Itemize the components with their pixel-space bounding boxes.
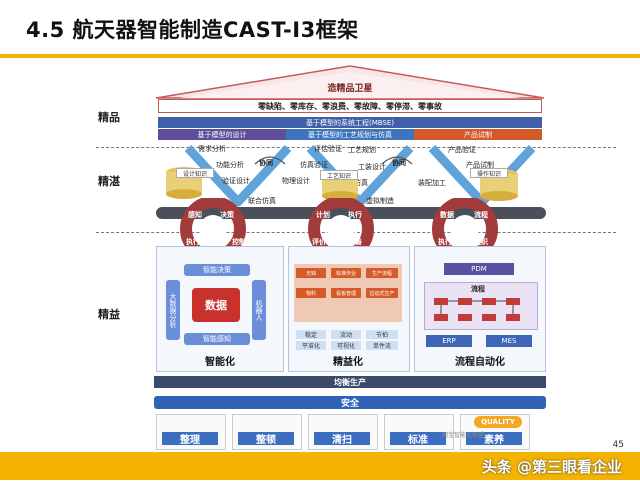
foundation-label: 素养 — [466, 432, 522, 446]
foundation-label: 整理 — [162, 432, 218, 446]
v-item: 验证设计 — [222, 177, 250, 185]
panel-right-title: 流程自动化 — [455, 356, 505, 368]
cycle-left-item: 控制 — [232, 238, 246, 246]
lean-chip: 无缺 — [296, 268, 326, 278]
panel-right-mes: MES — [486, 335, 532, 347]
slide-title: 4.5 航天器智能制造CAST-I3框架 — [26, 18, 359, 42]
flow-chart-icon — [434, 298, 520, 321]
lean-chip: 生产流程 — [366, 268, 398, 278]
lean-chip: 标准作业 — [331, 268, 361, 278]
panel-right-erp: ERP — [426, 335, 472, 347]
v-item: 联合仿真 — [248, 197, 276, 205]
panel-mid-title: 精益化 — [333, 356, 363, 368]
v-item: 物理设计 — [282, 177, 310, 185]
panel-left-title: 智能化 — [205, 356, 235, 368]
mbse-sub-process: 基于模型的工艺规划与仿真 — [286, 129, 414, 140]
cycle-middle-item: 执行 — [348, 211, 362, 219]
lean-chip: 看板管理 — [331, 288, 361, 298]
separator-line — [96, 147, 616, 148]
logo-watermark: 网宝智能云联盟 — [442, 432, 485, 439]
lean-cell: 节拍 — [366, 330, 398, 339]
v-item: 评估验证 — [314, 145, 342, 153]
cycle-right-item: 执行 — [438, 238, 452, 246]
panel-right-flow: 流程 — [471, 285, 485, 293]
cycle-left-item: 执行 — [186, 238, 200, 246]
cycle-left-item: 感知 — [188, 211, 202, 219]
flow-block — [424, 282, 538, 330]
cycle-left-item: 决策 — [220, 211, 234, 219]
cycle-middle-item: 改善 — [348, 238, 362, 246]
mbse-sub-design: 基于模型的设计 — [158, 129, 286, 140]
safety-bar: 安全 — [154, 396, 546, 409]
v-item: 功能分析 — [216, 161, 244, 169]
v-item-cooperate: 协同 — [259, 159, 273, 167]
lean-cell: 稳定 — [296, 330, 326, 339]
lean-chip: 物料 — [296, 288, 326, 298]
roof-goals: 零缺陷、零库存、零浪费、零故障、零停滞、零事故 — [158, 99, 542, 113]
mbse-sub-trial: 产品试制 — [414, 129, 542, 140]
v-item: 虚拟制造 — [366, 197, 394, 205]
db-label: 设计知识 — [176, 168, 214, 178]
cycle-middle-item: 评价 — [312, 238, 326, 246]
lean-cell: 单件流 — [366, 341, 398, 350]
v-item: 工装设计 — [358, 163, 386, 171]
v-item: 装配加工 — [418, 179, 446, 187]
lean-cell: 流动 — [331, 330, 361, 339]
footer-watermark: 头条 @第三眼看企业 — [481, 458, 622, 476]
v-item: 产品试制 — [466, 161, 494, 169]
cycle-right-item: 组织 — [474, 238, 488, 246]
roof-title: 造精品卫星 — [327, 83, 373, 94]
foundation-label: 清扫 — [314, 432, 370, 446]
cycle-right-item: 流程 — [474, 211, 488, 219]
quality-badge: QUALITY — [474, 416, 522, 428]
cycle-right-item: 数据 — [440, 211, 454, 219]
footer-bar — [0, 452, 640, 480]
title-underline — [0, 54, 640, 58]
panel-left-top: 智能决策 — [184, 264, 250, 276]
panel-right-pdm: PDM — [444, 263, 514, 275]
v-item: 仿真验证 — [300, 161, 328, 169]
panel-left-bottom: 智能感知 — [184, 333, 250, 345]
panel-left-center: 数据 — [192, 288, 240, 322]
panel-left-left: 大数据分析 — [166, 280, 180, 340]
mbse-bar: 基于模型的系统工程(MBSE) — [158, 117, 542, 128]
db-label: 工艺知识 — [320, 170, 358, 180]
roof-triangle — [155, 65, 545, 99]
level-label-jingyi: 精益 — [98, 308, 120, 321]
panel-left-right: 机器人 — [252, 280, 266, 340]
v-item: 工艺规划 — [348, 146, 376, 154]
v-item: 产品验证 — [448, 146, 476, 154]
v-item: 需求分析 — [198, 145, 226, 153]
lean-cell: 可视化 — [331, 341, 361, 350]
cycle-middle-item: 计划 — [316, 211, 330, 219]
level-label-jingpin: 精品 — [98, 111, 120, 124]
page-number: 45 — [612, 440, 624, 450]
balanced-production-bar: 均衡生产 — [154, 376, 546, 388]
lean-chip: 拉动式生产 — [366, 288, 398, 298]
v-item-cooperate: 协同 — [392, 159, 406, 167]
lean-cell: 平准化 — [296, 341, 326, 350]
foundation-label: 整顿 — [238, 432, 294, 446]
separator-line — [96, 232, 616, 233]
db-label: 操作知识 — [470, 168, 508, 178]
level-label-jingzhan: 精湛 — [98, 175, 120, 188]
foundation-label: 标准 — [390, 432, 446, 446]
